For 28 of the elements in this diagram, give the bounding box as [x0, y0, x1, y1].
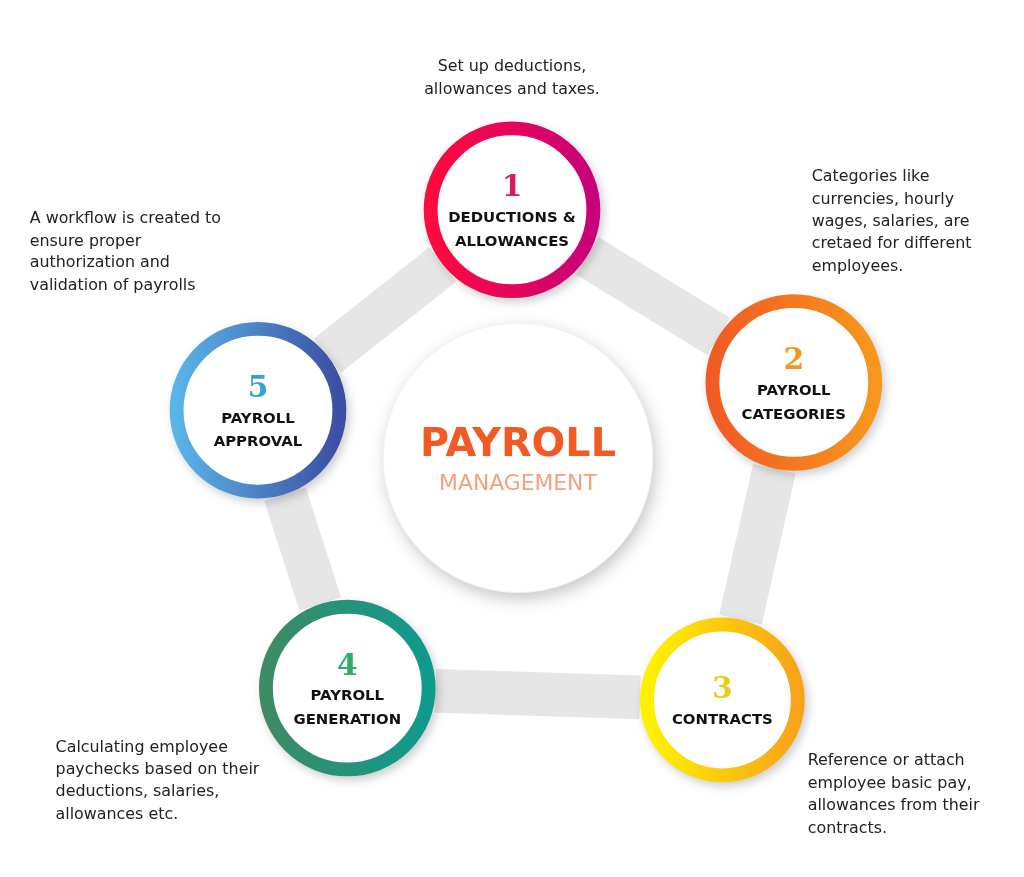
connector-band: [575, 237, 730, 355]
step-title: PAYROLL CATEGORIES: [740, 379, 847, 425]
step-description: Categories like currencies, hourly wages, salaries, are cretaed for different employees.: [811, 165, 973, 278]
step-circle: [169, 321, 347, 499]
step-description: Calculating employee paychecks based on their deductions, salaries, allowances etc.: [55, 735, 261, 826]
step-circle: [258, 599, 436, 777]
connector-band: [264, 487, 342, 611]
step-number: 4: [336, 645, 358, 684]
step-title: CONTRACTS: [670, 709, 774, 731]
step-description: A workflow is created to ensure proper authorization and validation of payrolls: [29, 206, 222, 297]
step-title: PAYROLL GENERATION: [292, 685, 403, 731]
step-number: 2: [783, 340, 805, 378]
connector-band: [719, 463, 796, 625]
step-circle: [705, 294, 883, 471]
step-number: 5: [247, 368, 269, 406]
connector-band: [313, 247, 457, 373]
step-number: 3: [712, 669, 733, 708]
step-number: 1: [501, 167, 523, 206]
step-description: Reference or attach employee basic pay, allowances from their contracts.: [807, 749, 981, 840]
center-title: PAYROLL: [418, 418, 617, 468]
connector-band: [434, 669, 641, 720]
step-description: Set up deductions, allowances and taxes.: [423, 55, 601, 100]
step-circle: [640, 617, 805, 783]
center-circle: [382, 322, 654, 594]
step-title: DEDUCTIONS & ALLOWANCES: [447, 207, 577, 252]
center-subtitle: MANAGEMENT: [439, 469, 597, 498]
step-circle: [423, 121, 601, 299]
step-title: PAYROLL APPROVAL: [212, 407, 304, 453]
